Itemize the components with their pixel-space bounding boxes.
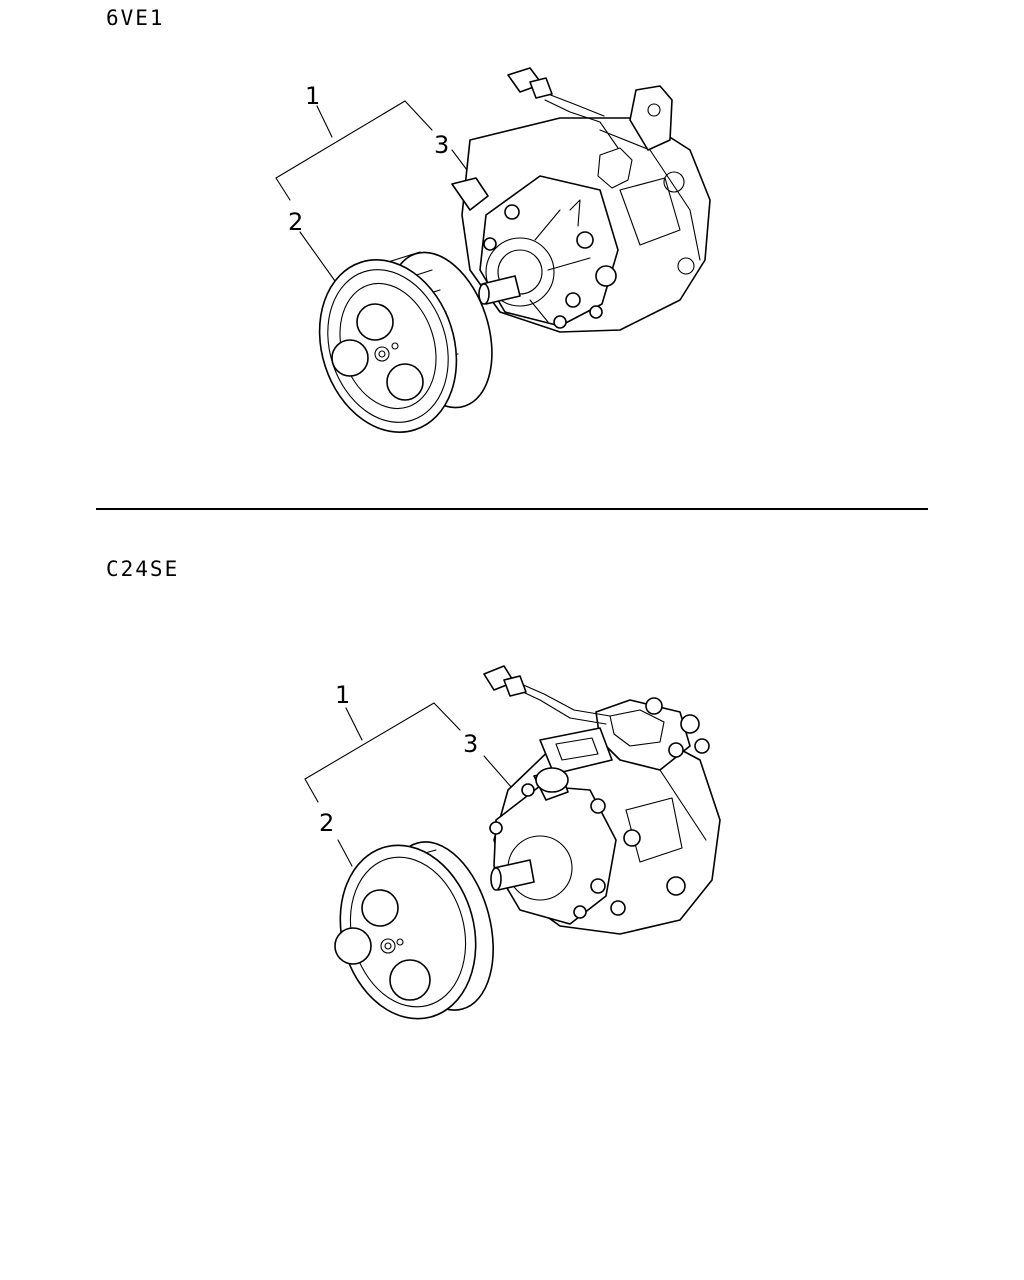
callout-leaders	[304, 702, 513, 867]
callout-pulley: 2	[288, 208, 303, 236]
diagram-6ve1: 1 2 3	[275, 67, 711, 433]
engine-code-label: 6VE1	[106, 6, 165, 30]
diagram-c24se: 1 2 3	[304, 665, 721, 1020]
callout-pulley: 2	[319, 809, 334, 837]
section-divider	[96, 508, 928, 510]
pulley	[334, 841, 494, 1020]
callout-compressor: 3	[434, 131, 449, 159]
callout-compressor: 3	[463, 730, 478, 758]
compressor	[483, 665, 721, 935]
pulley	[318, 251, 493, 433]
callout-assembly: 1	[305, 82, 320, 110]
engine-code-label: C24SE	[106, 557, 180, 581]
callout-assembly: 1	[335, 681, 350, 709]
compressor	[451, 67, 711, 333]
